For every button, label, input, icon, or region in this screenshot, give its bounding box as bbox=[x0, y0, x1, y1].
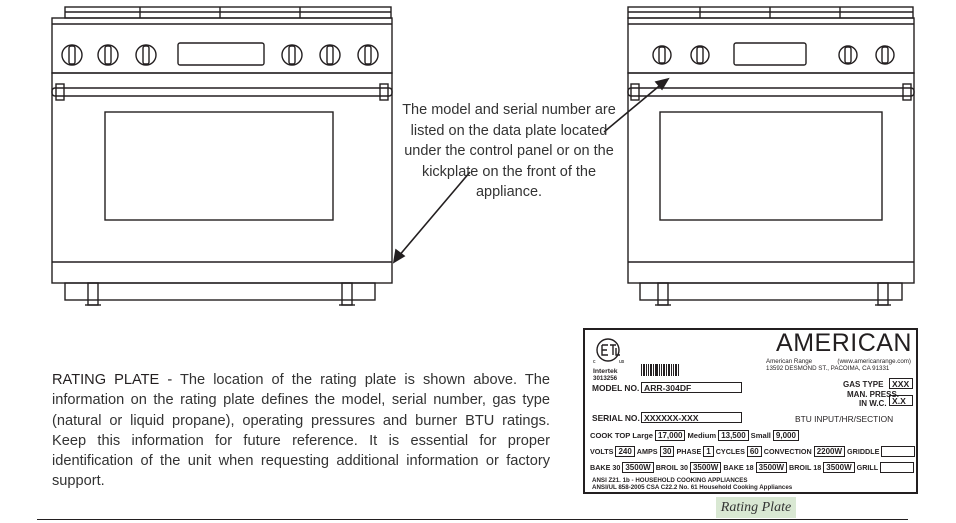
rating-plate-caption: Rating Plate bbox=[716, 497, 796, 518]
range-illustration-left bbox=[51, 6, 393, 306]
serial-label: SERIAL NO. bbox=[592, 413, 640, 423]
ansi-standard-2: ANSI/UL 858-2005 CSA C22.2 No. 61 Househ… bbox=[592, 484, 793, 491]
in-wc-value: X.X bbox=[889, 395, 913, 406]
man-press-label: MAN. PRESS. bbox=[847, 390, 900, 399]
rating-plate-description: RATING PLATE - The location of the ratin… bbox=[52, 370, 550, 492]
data-plate-callout: The model and serial number are listed o… bbox=[402, 102, 616, 200]
btu-label: BTU INPUT/HR/SECTION bbox=[795, 414, 894, 424]
brand-name: AMERICAN bbox=[776, 329, 912, 357]
divider bbox=[37, 519, 908, 520]
svg-text:c: c bbox=[593, 359, 596, 365]
ansi-standard-1: ANSI Z21. 1b - HOUSEHOLD COOKING APPLIAN… bbox=[592, 477, 748, 484]
barcode-icon bbox=[641, 364, 679, 376]
gas-type-value: XXX bbox=[889, 378, 913, 389]
svg-text:us: us bbox=[619, 359, 625, 365]
model-label: MODEL NO. bbox=[592, 383, 640, 393]
rating-plate-body: The location of the rating plate is show… bbox=[52, 372, 551, 490]
etl-logo-icon: c us bbox=[593, 338, 625, 365]
company-address: 13592 DESMOND ST., PACOIMA, CA 91331 bbox=[766, 365, 890, 372]
cert-name: Intertek bbox=[593, 368, 618, 375]
company-website: (www.americanrange.com) bbox=[837, 358, 911, 365]
gas-type-label: GAS TYPE bbox=[843, 380, 884, 389]
knob-icon bbox=[652, 45, 895, 65]
cert-number: 3013256 bbox=[593, 375, 618, 382]
rating-plate-heading: RATING PLATE - bbox=[52, 372, 173, 388]
rating-plate: c us Intertek 3013256 AMERICAN American … bbox=[583, 328, 918, 494]
model-value: ARR-304DF bbox=[641, 382, 742, 393]
serial-value: XXXXXX-XXX bbox=[641, 412, 742, 423]
in-wc-label: IN W.C. bbox=[859, 399, 887, 408]
knob-icon bbox=[61, 44, 379, 66]
company-name: American Range bbox=[766, 358, 813, 365]
